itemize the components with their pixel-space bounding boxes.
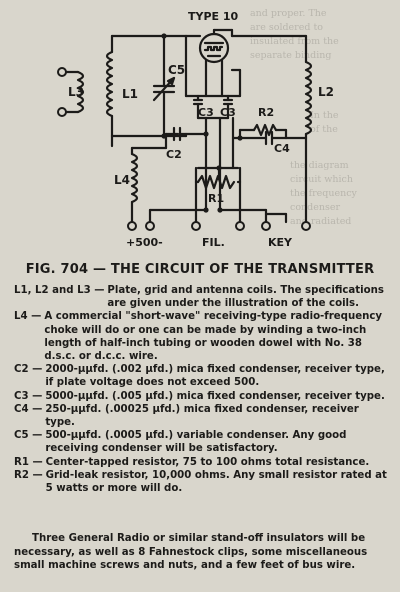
label-l1: L1 [122,87,138,101]
label-plus500: +500- [126,236,163,249]
closing-paragraph: Three General Radio or similar stand-off… [14,533,368,572]
terminal-key-2 [301,221,311,231]
label-c3b: C3 [220,106,236,119]
part-description: 2000-μμfd. (.002 μfd.) mica fixed conden… [45,364,385,389]
tube-label: TYPE 10 [188,10,239,23]
r1-resistor [196,174,236,190]
transmitter-circuit-diagram: TYPE 10 L3 L1 C5 L2 C3 C3 R2 C2 C4 L4 R1… [57,10,334,249]
terminal-plus-500 [127,221,137,231]
label-r2: R2 [258,106,274,119]
part-description: Grid-leak resistor, 10,000 ohms. Any sma… [45,469,387,495]
part-entry: R2 — Grid-leak resistor, 10,000 ohms. An… [14,469,390,495]
part-symbol: C5 — [14,430,43,442]
l1-coil [105,50,114,118]
terminal-key-1 [261,221,271,231]
label-c3a: C3 [198,106,214,119]
part-entry: C5 — 500-μμfd. (.0005 μfd.) variable con… [14,429,390,455]
r2-resistor [252,123,278,137]
part-symbol: C4 — [14,403,43,415]
label-key: KEY [268,236,293,249]
part-description: 5000-μμfd. (.005 μfd.) mica fixed conden… [45,390,385,402]
figure-caption: FIG. 704 — THE CIRCUIT OF THE TRANSMITTE… [25,262,375,277]
label-r1: R1 [208,192,224,205]
part-entry: L1, L2 and L3 — Plate, grid and antenna … [14,284,390,310]
l3-coil [76,70,85,114]
part-entry: C2 — 2000-μμfd. (.002 μfd.) mica fixed c… [14,363,390,389]
part-description: Plate, grid and antenna coils. The speci… [107,285,384,310]
part-symbol: R1 — [14,456,43,468]
label-l2: L2 [318,85,334,99]
label-l3: L3 [68,85,84,99]
part-symbol: L4 — [14,311,42,323]
part-symbol: L1, L2 and L3 — [14,285,105,296]
terminal-minus-500 [145,221,155,231]
label-c5: C5 [168,63,185,77]
part-symbol: C3 — [14,390,43,402]
label-c4: C4 [274,142,290,155]
label-fil: FIL. [202,236,225,249]
part-symbol: R2 — [14,469,43,481]
part-description: 500-μμfd. (.0005 μfd.) variable condense… [45,430,347,455]
part-symbol: C2 — [14,364,43,376]
part-description: 250-μμfd. (.00025 μfd.) mica fixed conde… [45,403,359,429]
part-description: Center-tapped resistor, 75 to 100 ohms t… [45,456,370,468]
l4-choke [130,152,139,204]
part-entry: C4 — 250-μμfd. (.00025 μfd.) mica fixed … [14,403,390,429]
part-entry: R1 — Center-tapped resistor, 75 to 100 o… [14,456,390,469]
parts-list: L1, L2 and L3 — Plate, grid and antenna … [14,284,390,495]
label-l4: L4 [114,173,130,187]
part-entry: L4 — A commercial "short-wave" receiving… [14,310,390,363]
part-description: A commercial "short-wave" receiving-type… [44,311,383,363]
label-c2: C2 [166,148,182,161]
part-entry: C3 — 5000-μμfd. (.005 μfd.) mica fixed c… [14,390,390,403]
terminal-fil-1 [191,221,201,231]
terminal-fil-2 [235,221,245,231]
l2-coil [304,60,313,136]
